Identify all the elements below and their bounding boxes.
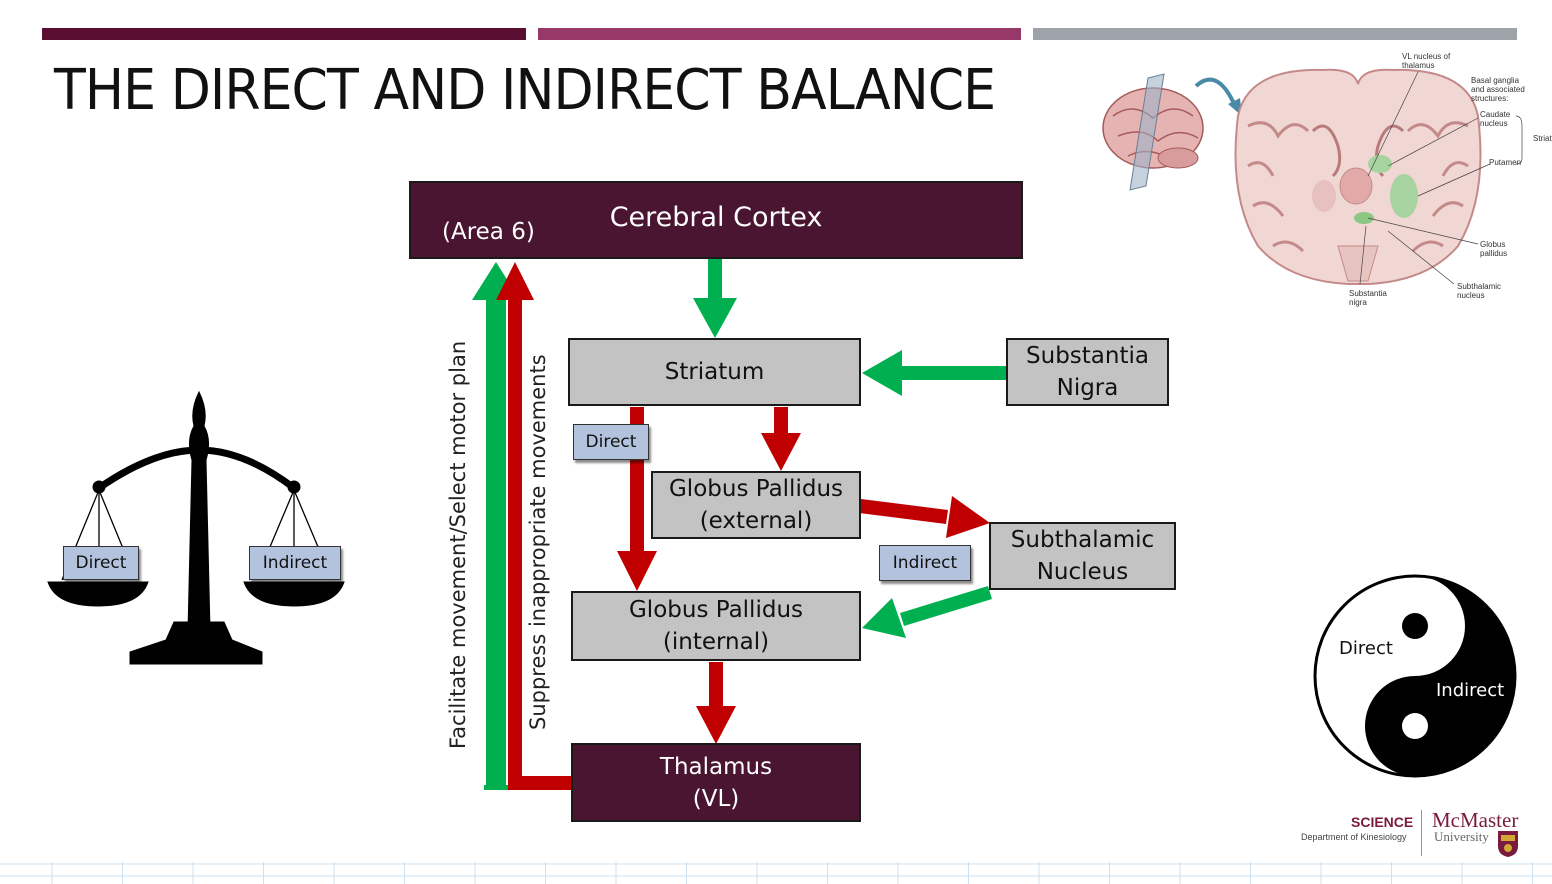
- brain-label-putamen: Putamen: [1489, 158, 1522, 167]
- brain-section-illustration: [1102, 68, 1523, 285]
- slide-title: THE DIRECT AND INDIRECT BALANCE: [54, 58, 996, 123]
- arrow-cortex-to-striatum: [693, 258, 737, 338]
- university-wordmark: University: [1434, 829, 1489, 844]
- green-loop-label: Facilitate movement/Select motor plan: [446, 340, 470, 749]
- yin-yang-icon: [1313, 574, 1517, 778]
- brain-label-globus: Globus pallidus: [1480, 240, 1508, 258]
- brain-label-nigra: Substantia nigra: [1349, 289, 1387, 307]
- cerebral-cortex-box: Cerebral Cortex: [409, 181, 1023, 259]
- balance-scale-icon: [47, 390, 345, 665]
- arrow-gpi-to-thalamus: [696, 662, 736, 744]
- indirect-pathway-tag: Indirect: [879, 545, 971, 581]
- globus-pallidus-external-box: Globus Pallidus (external): [651, 471, 861, 539]
- striatum-box: Striatum: [568, 338, 861, 406]
- subthalamic-nucleus-box: Subthalamic Nucleus: [989, 522, 1176, 590]
- header-bar-middle: [538, 28, 1021, 40]
- brain-label-vl: VL nucleus of thalamus: [1402, 52, 1451, 70]
- brain-label-subthalamic: Subthalamic nucleus: [1457, 282, 1502, 300]
- logo-divider: [1421, 810, 1422, 856]
- cerebral-cortex-label: Cerebral Cortex: [609, 202, 823, 233]
- arrow-striatum-to-gpe: [761, 407, 801, 471]
- direct-pathway-tag: Direct: [573, 424, 649, 460]
- background-grid: [0, 862, 1552, 884]
- arrow-gpe-to-stn: [859, 496, 990, 538]
- red-loop-label: Suppress inappropriate movements: [526, 354, 550, 730]
- brain-label-caudate: Caudate nucleus: [1480, 110, 1511, 128]
- header-bar-right: [1033, 28, 1517, 40]
- arrow-nigra-to-striatum: [862, 350, 1008, 396]
- mcmaster-wordmark: McMaster: [1432, 808, 1519, 832]
- yin-yang-direct-label: Direct: [1339, 638, 1393, 659]
- yin-yang-indirect-label: Indirect: [1436, 680, 1505, 701]
- scale-indirect-tag: Indirect: [249, 546, 341, 580]
- lateral-brain-icon: [1102, 73, 1204, 191]
- red-loop-arrow: [496, 262, 572, 790]
- cortex-area-label: (Area 6): [442, 219, 535, 245]
- brain-label-basal: Basal ganglia and associated structures:: [1471, 76, 1525, 103]
- arrow-stn-to-gpi: [862, 586, 992, 638]
- globus-pallidus-internal-box: Globus Pallidus (internal): [571, 591, 861, 661]
- coronal-section-icon: [1234, 68, 1482, 285]
- thalamus-box: Thalamus (VL): [571, 743, 861, 822]
- scale-direct-tag: Direct: [63, 546, 139, 580]
- mcmaster-crest-icon: [1498, 831, 1518, 857]
- science-wordmark: SCIENCE: [1351, 814, 1414, 830]
- substantia-nigra-box: Substantia Nigra: [1006, 338, 1169, 406]
- department-label: Department of Kinesiology: [1301, 832, 1407, 842]
- header-bar-left: [42, 28, 526, 40]
- brain-label-striatum: Striat: [1533, 134, 1552, 143]
